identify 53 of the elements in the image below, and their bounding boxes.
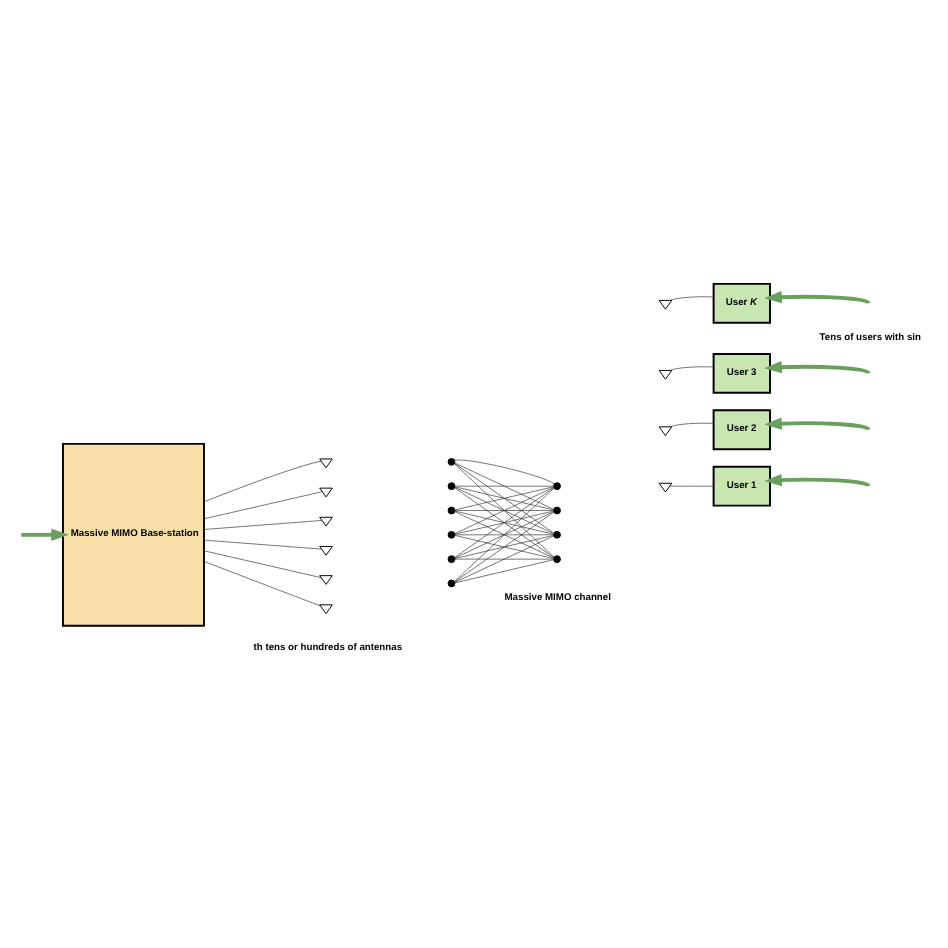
connector	[454, 509, 554, 510]
node-antenna	[319, 486, 333, 497]
connector	[669, 365, 714, 370]
connector	[454, 486, 555, 557]
connector	[669, 484, 714, 486]
node-circle	[447, 481, 456, 490]
arrow	[21, 527, 69, 540]
connector	[454, 534, 554, 582]
connector	[454, 462, 555, 533]
arrow	[764, 360, 870, 374]
connector	[203, 549, 322, 577]
node-circle	[447, 578, 456, 587]
connector	[454, 462, 555, 557]
node-circle	[447, 529, 456, 538]
node-antenna	[658, 425, 673, 436]
node-circle	[447, 457, 456, 465]
connector	[454, 534, 554, 558]
node-antenna	[658, 368, 673, 379]
connector	[454, 558, 554, 583]
node-antenna	[658, 298, 673, 309]
connector	[454, 510, 554, 558]
connector	[454, 461, 554, 509]
connector	[203, 519, 323, 529]
arrow	[764, 290, 870, 304]
connector	[203, 490, 323, 519]
connector	[454, 557, 554, 559]
node-circle	[553, 529, 561, 538]
node-circle	[447, 554, 456, 562]
connector	[454, 484, 554, 486]
connector	[454, 458, 555, 484]
connector	[669, 295, 714, 300]
connector	[203, 538, 322, 549]
node-antenna	[319, 603, 333, 614]
node-antenna	[319, 545, 333, 555]
connector	[454, 509, 554, 534]
connector	[454, 486, 554, 533]
connector	[454, 510, 555, 582]
node-circle	[447, 505, 456, 514]
arrow	[764, 416, 870, 431]
node-antenna	[319, 515, 333, 526]
connector	[203, 560, 321, 606]
connector	[454, 533, 554, 535]
node-antenna	[319, 457, 333, 468]
node-circle	[553, 505, 561, 514]
arrow	[764, 472, 870, 487]
node-antenna	[319, 574, 333, 584]
connector	[669, 421, 714, 427]
node-antenna	[658, 481, 673, 492]
node-circle	[553, 481, 561, 490]
node-circle	[553, 554, 561, 562]
connector	[454, 486, 555, 581]
connector	[454, 485, 554, 510]
connector	[203, 459, 322, 502]
